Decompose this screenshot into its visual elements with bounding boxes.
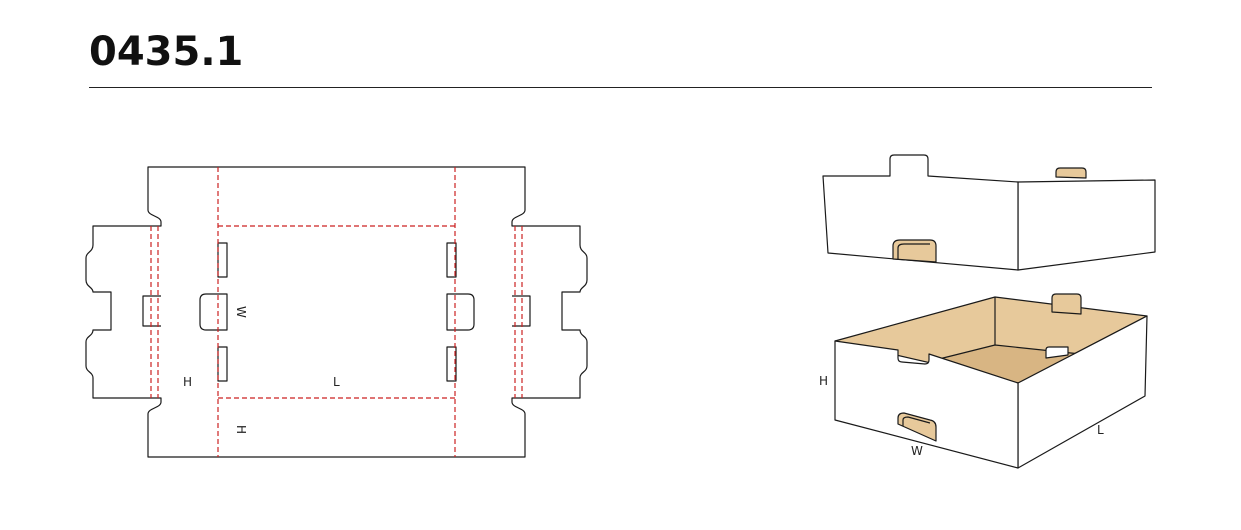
handle-hole-left	[199, 293, 228, 331]
right-notch	[512, 295, 531, 327]
lid-right-face	[1017, 179, 1156, 271]
tray-3d	[834, 293, 1148, 469]
tray-back-tab	[1051, 293, 1082, 315]
lid-hand-hole	[892, 239, 937, 263]
slot-right-top	[446, 242, 457, 278]
lid-back-tab	[1055, 167, 1087, 179]
box-label-width: W	[911, 444, 923, 458]
dieline-label-length: L	[333, 375, 340, 389]
dieline	[85, 166, 588, 458]
lid-3d	[822, 154, 1156, 271]
crease-lines	[150, 167, 523, 457]
slot-right-bottom	[446, 346, 457, 382]
tray-inner-slot	[1045, 346, 1069, 359]
tray-hand-hole	[897, 412, 937, 442]
box-label-height: H	[819, 374, 828, 388]
box-label-length: L	[1097, 423, 1104, 437]
handle-hole-right	[446, 293, 475, 331]
slot-left-top	[217, 242, 228, 278]
slot-left-bottom	[217, 346, 228, 382]
dieline-label-width: W	[234, 306, 248, 318]
title-rule	[89, 87, 1152, 88]
left-notch	[142, 295, 161, 327]
lid-front-face	[822, 154, 1019, 271]
dieline-label-h-bottom: H	[234, 425, 248, 434]
dieline-outline	[85, 166, 588, 458]
dieline-label-h-side: H	[183, 375, 192, 389]
tray-front-face	[834, 340, 1019, 469]
page-title: 0435.1	[89, 29, 244, 75]
